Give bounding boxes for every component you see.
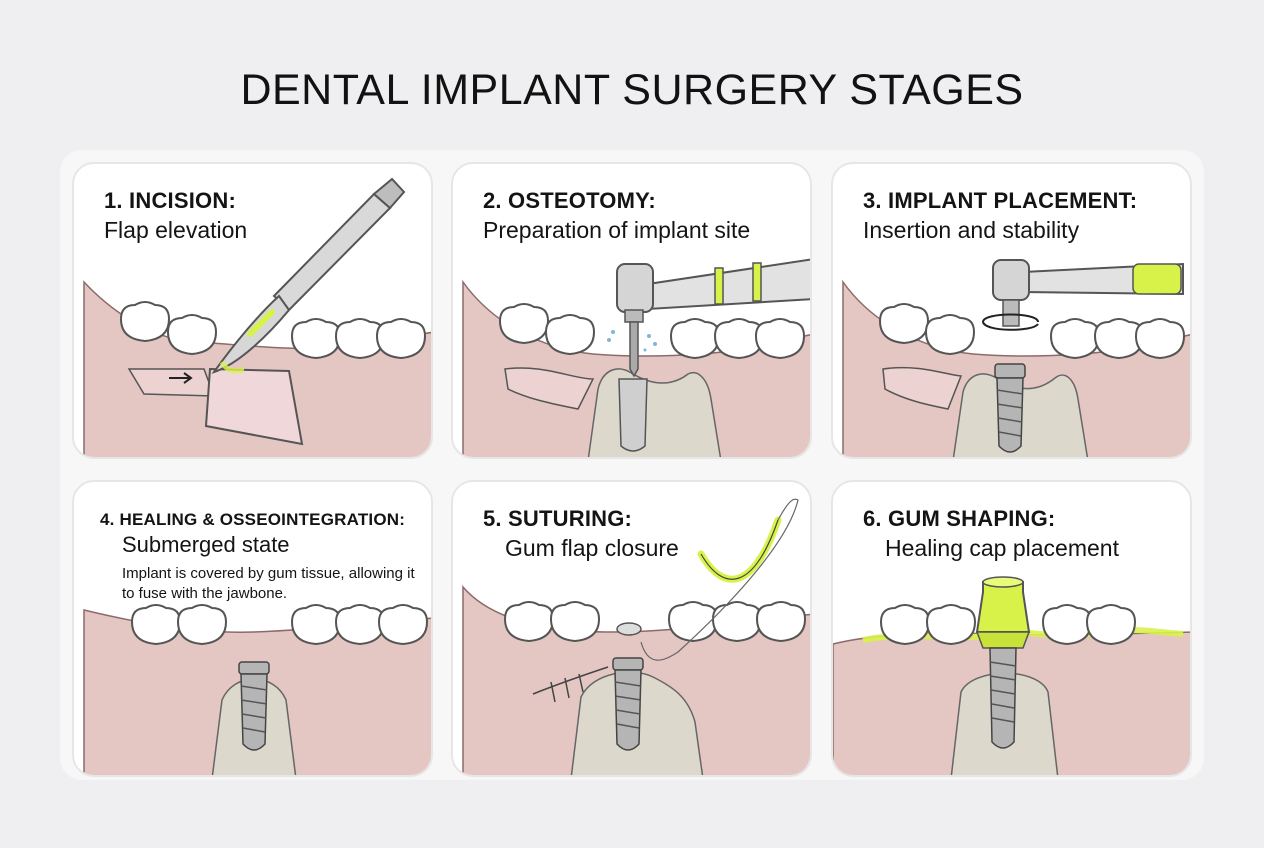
stage-subtitle: Submerged state [122,532,290,557]
healing-cap-icon [975,576,1031,649]
teeth [879,604,1137,646]
water-spray [607,330,657,352]
stage-subtitle: Insertion and stability [863,217,1080,243]
implant-screw [994,363,1026,453]
osteotomy-site [618,378,648,452]
incision-illustration [83,177,431,457]
implant-screw [612,657,644,751]
needle-icon [640,498,799,661]
healing-illustration [83,604,431,775]
stage-heading: 4. HEALING & OSSEOINTEGRATION: [100,510,406,529]
stage-heading: 3. IMPLANT PLACEMENT: [863,188,1138,213]
gum-flap [882,366,963,410]
stage-subtitle: Gum flap closure [505,535,679,561]
gum-flap [504,367,595,410]
suture-stitches [532,666,609,703]
stage-subtitle: Healing cap placement [885,535,1119,561]
stage-heading: 6. GUM SHAPING: [863,506,1056,531]
handpiece-icon [992,259,1184,327]
stage-card-incision: 1. INCISION: Flap elevation [72,162,433,459]
scalpel-icon [211,177,406,374]
jawbone [587,368,722,457]
stage-subtitle: Preparation of implant site [483,217,751,243]
implant-placement-illustration [842,259,1190,457]
suturing-illustration [462,498,810,775]
osteotomy-illustration [462,258,810,457]
stage-card-implant-placement: 3. IMPLANT PLACEMENT: Insertion and stab… [831,162,1192,459]
stage-heading: 5. SUTURING: [483,506,633,531]
implant-screw [238,661,270,751]
implant-screw [989,647,1017,749]
stage-card-osteotomy: 2. OSTEOTOMY: Preparation of implant sit… [451,162,812,459]
stage-subtitle: Flap elevation [104,217,248,243]
teeth [503,601,807,643]
teeth [130,604,429,646]
stage-card-healing: 4. HEALING & OSSEOINTEGRATION: Submerged… [72,480,433,777]
gum-shaping-illustration [833,576,1190,775]
gum-flap [204,367,304,446]
page-title: DENTAL IMPLANT SURGERY STAGES [240,66,1024,114]
teeth [119,301,427,360]
rotation-arrow-icon [982,313,1039,323]
stage-heading: 2. OSTEOTOMY: [483,188,656,213]
drill-icon [616,258,810,378]
teeth [498,303,806,360]
cover-screw [616,622,642,636]
teeth [878,303,1186,360]
stage-description: Implant is covered by gum tissue, allowi… [122,565,415,602]
stage-heading: 1. INCISION: [104,188,236,213]
stage-card-suturing: 5. SUTURING: Gum flap closure [451,480,812,777]
stage-card-gum-shaping: 6. GUM SHAPING: Healing cap placement [831,480,1192,777]
